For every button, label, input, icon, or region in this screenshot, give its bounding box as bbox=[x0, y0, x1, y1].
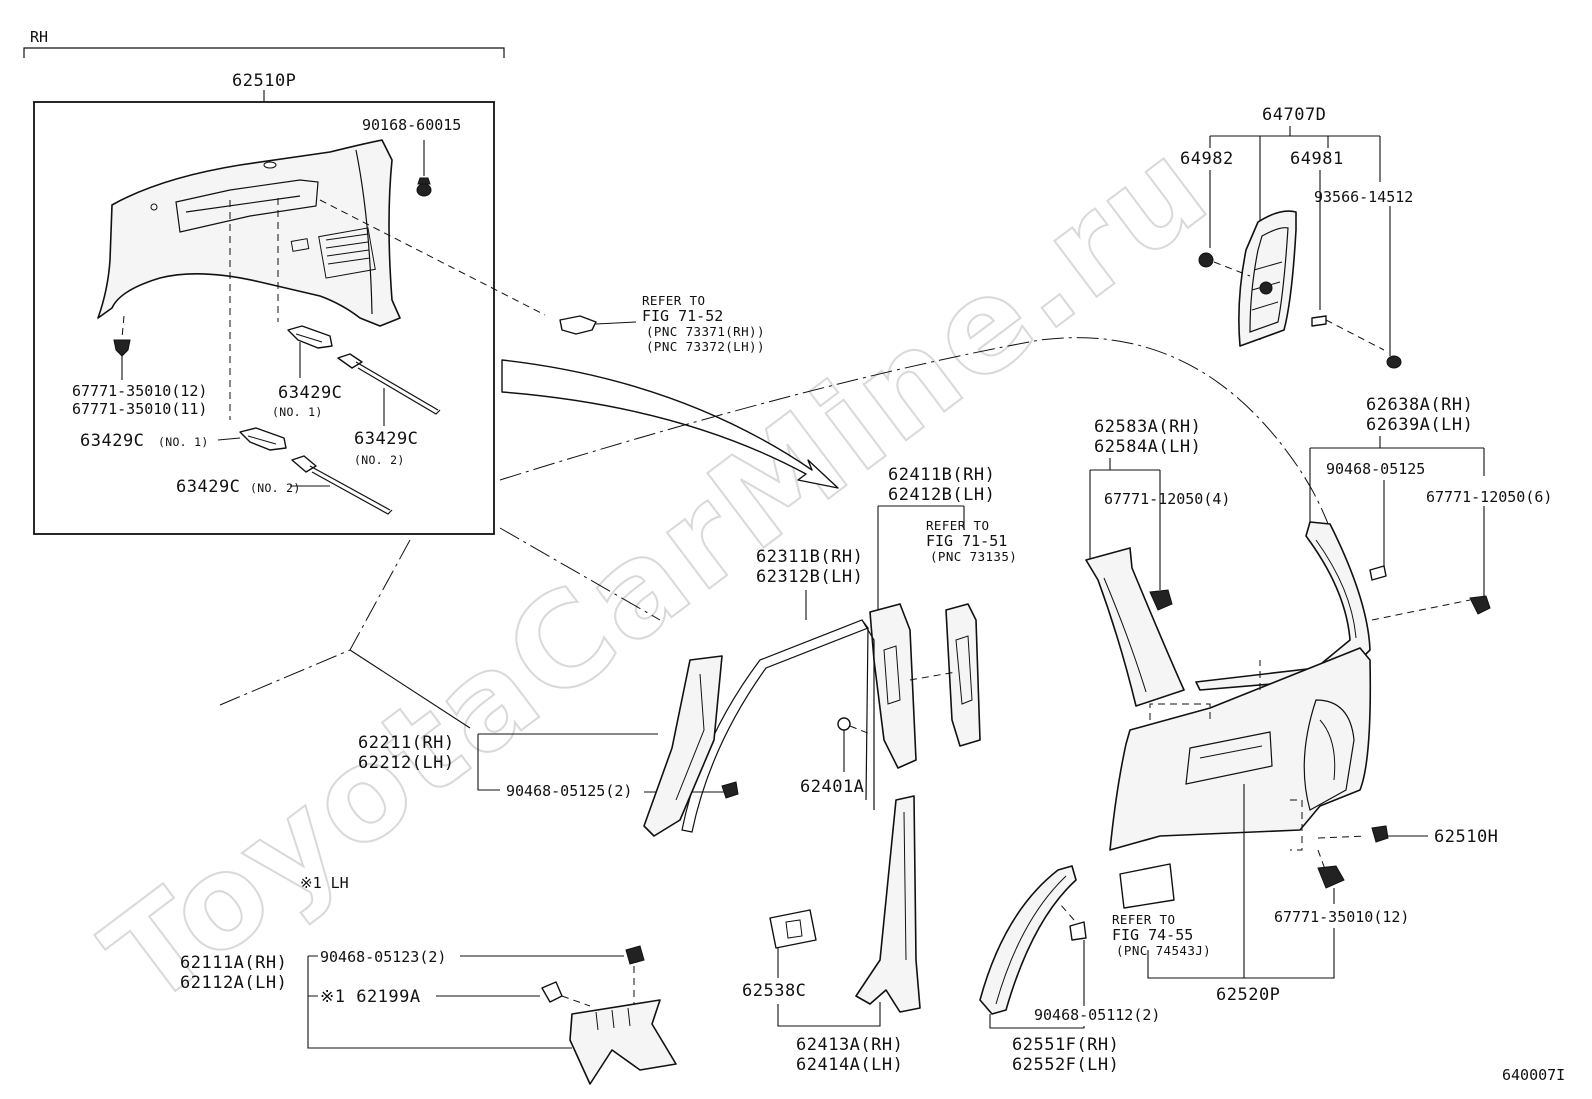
side-label: RH bbox=[30, 28, 48, 46]
label-64982: 64982 bbox=[1180, 149, 1234, 169]
label-63429C-a-sub: (NO. 1) bbox=[272, 405, 323, 419]
svg-text:REFER TO: REFER TO bbox=[1112, 912, 1175, 927]
svg-text:62311B(RH): 62311B(RH) bbox=[756, 547, 863, 567]
clip-67771-a: 67771-35010(12) 67771-35010(11) bbox=[72, 339, 207, 418]
label-93566-14512: 93566-14512 bbox=[1314, 188, 1413, 206]
svg-text:62510H: 62510H bbox=[1434, 827, 1498, 847]
svg-text:90468-05123(2): 90468-05123(2) bbox=[320, 948, 446, 966]
clip-62510H: 62510H bbox=[1371, 825, 1498, 847]
svg-text:FIG 71-51: FIG 71-51 bbox=[926, 532, 1007, 550]
label-67771-35010-11: 67771-35010(11) bbox=[72, 400, 207, 418]
rh-detail-box bbox=[33, 101, 495, 535]
svg-text:62412B(LH): 62412B(LH) bbox=[888, 485, 995, 505]
svg-text:62413A(RH): 62413A(RH) bbox=[796, 1035, 903, 1055]
curved-arrow bbox=[501, 359, 839, 489]
label-62510P: 62510P bbox=[232, 71, 296, 91]
group-62583A: 62583A(RH) 62584A(LH) 67771-12050(4) bbox=[1085, 417, 1230, 707]
svg-text:90468-05125: 90468-05125 bbox=[1326, 460, 1425, 478]
label-64707D: 64707D bbox=[1262, 105, 1326, 125]
clip-90168: 90168-60015 bbox=[362, 116, 461, 197]
svg-text:90468-05112(2): 90468-05112(2) bbox=[1034, 1006, 1160, 1024]
svg-text:62312B(LH): 62312B(LH) bbox=[756, 567, 863, 587]
svg-text:67771-12050(4): 67771-12050(4) bbox=[1104, 490, 1230, 508]
ref-fig-71-52: REFER TO FIG 71-52 (PNC 73371(RH)) (PNC … bbox=[559, 293, 765, 354]
strap-63429C-no2-b: 63429C (NO. 2) bbox=[176, 455, 393, 515]
svg-text:62639A(LH): 62639A(LH) bbox=[1366, 415, 1473, 435]
svg-text:62411B(RH): 62411B(RH) bbox=[888, 465, 995, 485]
svg-text:62551F(RH): 62551F(RH) bbox=[1012, 1035, 1119, 1055]
svg-text:62584A(LH): 62584A(LH) bbox=[1094, 437, 1201, 457]
label-67771-35010-12: 67771-35010(12) bbox=[72, 382, 207, 400]
svg-text:62414A(LH): 62414A(LH) bbox=[796, 1055, 903, 1075]
back-door-trim-62520P bbox=[1109, 647, 1372, 873]
figure-id: 640007I bbox=[1502, 1066, 1565, 1084]
svg-text:62112A(LH): 62112A(LH) bbox=[180, 973, 287, 993]
rh-group: RH 62510P bbox=[23, 28, 505, 535]
svg-text:62401A: 62401A bbox=[800, 777, 864, 797]
holder-63429C-no1-b: 63429C (NO. 1) bbox=[80, 427, 287, 451]
group-62638A: 62638A(RH) 62639A(LH) 90468-05125 67771-… bbox=[1195, 395, 1552, 691]
label-63429C-d: 63429C bbox=[176, 477, 240, 497]
label-90168-60015: 90168-60015 bbox=[362, 116, 461, 134]
label-64981: 64981 bbox=[1290, 149, 1344, 169]
group-62551F: 90468-05112(2) 62551F(RH) 62552F(LH) bbox=[979, 865, 1160, 1075]
svg-text:62211(RH): 62211(RH) bbox=[358, 733, 455, 753]
quarter-trim-panel-rh bbox=[97, 139, 401, 327]
svg-text:FIG 71-52: FIG 71-52 bbox=[642, 307, 723, 325]
group-62413A: 62538C 62413A(RH) 62414A(LH) bbox=[742, 795, 921, 1075]
group-64707D: 64707D 64982 64981 93566-14512 bbox=[1180, 105, 1413, 369]
clip-67771-35010-b: 67771-35010(12) 62520P bbox=[1147, 784, 1409, 1005]
label-63429C-c: 63429C bbox=[80, 431, 144, 451]
group-62411B: 62411B(RH) 62412B(LH) REFER TO FIG 71-51… bbox=[869, 465, 1017, 769]
svg-text:FIG 74-55: FIG 74-55 bbox=[1112, 926, 1193, 944]
svg-text:67771-35010(12): 67771-35010(12) bbox=[1274, 908, 1409, 926]
holder-63429C-no1-a: 63429C (NO. 1) bbox=[272, 325, 342, 419]
svg-text:(PNC 73371(RH)): (PNC 73371(RH)) bbox=[646, 324, 765, 339]
label-63429C-b-sub: (NO. 2) bbox=[354, 453, 405, 467]
svg-text:90468-05125(2): 90468-05125(2) bbox=[506, 782, 632, 800]
svg-text:62212(LH): 62212(LH) bbox=[358, 753, 455, 773]
svg-text:62583A(RH): 62583A(RH) bbox=[1094, 417, 1201, 437]
svg-text:62638A(RH): 62638A(RH) bbox=[1366, 395, 1473, 415]
group-62311B: 62311B(RH) 62312B(LH) bbox=[681, 547, 875, 833]
svg-text:(PNC 74543J): (PNC 74543J) bbox=[1116, 943, 1211, 958]
svg-text:62111A(RH): 62111A(RH) bbox=[180, 953, 287, 973]
label-63429C-d-sub: (NO. 2) bbox=[250, 481, 301, 495]
group-62211: 62211(RH) 62212(LH) 90468-05125(2) bbox=[358, 655, 739, 837]
label-63429C-b: 63429C bbox=[354, 429, 418, 449]
svg-text:※1 62199A: ※1 62199A bbox=[320, 987, 421, 1007]
svg-text:REFER TO: REFER TO bbox=[642, 293, 705, 308]
svg-text:62538C: 62538C bbox=[742, 981, 806, 1001]
svg-text:62520P: 62520P bbox=[1216, 985, 1280, 1005]
svg-text:62552F(LH): 62552F(LH) bbox=[1012, 1055, 1119, 1075]
strap-63429C-no2-a: 63429C (NO. 2) bbox=[337, 353, 441, 467]
label-63429C-a: 63429C bbox=[278, 383, 342, 403]
svg-text:(PNC 73135): (PNC 73135) bbox=[930, 549, 1017, 564]
svg-text:REFER TO: REFER TO bbox=[926, 518, 989, 533]
label-63429C-c-sub: (NO. 1) bbox=[158, 435, 209, 449]
svg-text:67771-12050(6): 67771-12050(6) bbox=[1426, 488, 1552, 506]
group-62111A: ※1 LH 62111A(RH) 62112A(LH) 90468-05123(… bbox=[180, 874, 677, 1085]
group-62401A: 62401A bbox=[800, 717, 871, 797]
ref-fig-74-55: REFER TO FIG 74-55 (PNC 74543J) bbox=[1112, 863, 1211, 958]
lh-note: ※1 LH bbox=[300, 874, 349, 892]
svg-text:(PNC 73372(LH)): (PNC 73372(LH)) bbox=[646, 339, 765, 354]
